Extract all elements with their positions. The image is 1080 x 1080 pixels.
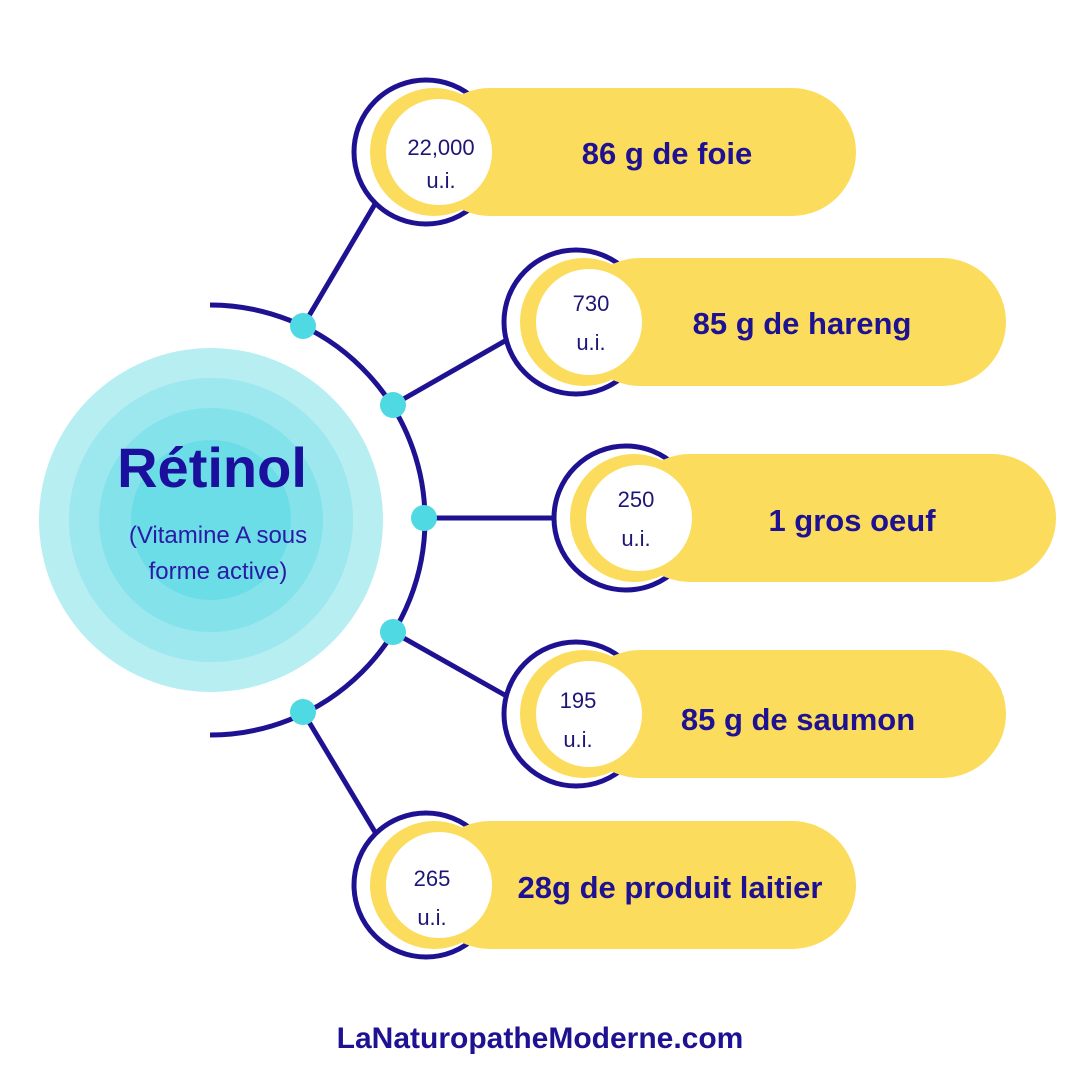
amount-circle [536,269,642,375]
food-item: 195 u.i. 85 g de saumon [501,639,1006,789]
food-label: 85 g de hareng [693,306,912,341]
amount-value: 265 [414,866,451,891]
center-circle: Rétinol (Vitamine A sous forme active) [39,348,383,692]
connector-dot [380,619,406,645]
food-item: 250 u.i. 1 gros oeuf [551,443,1056,593]
food-item: 265 u.i. 28g de produit laitier [351,810,856,960]
connector-lines [300,202,556,834]
item-pill [626,454,1056,582]
food-item: 22,000 u.i. 86 g de foie [351,77,856,227]
center-title: Rétinol [117,436,307,499]
amount-circle [386,832,492,938]
amount-unit: u.i. [576,330,605,355]
footer-website: LaNaturopatheModerne.com [337,1022,744,1055]
center-subtitle-line1: (Vitamine A sous [129,522,307,549]
food-label: 86 g de foie [582,136,753,171]
amount-unit: u.i. [417,905,446,930]
connector-dot [411,505,437,531]
center-subtitle-line2: forme active) [149,558,288,585]
amount-value: 195 [560,688,597,713]
item-pill [576,258,1006,386]
item-pill [426,821,856,949]
amount-unit: u.i. [621,526,650,551]
connector-dot [380,392,406,418]
connector-dots [290,313,437,725]
amount-circle [536,661,642,767]
amount-unit: u.i. [563,727,592,752]
connector-dot [290,699,316,725]
amount-value: 250 [618,487,655,512]
food-label: 1 gros oeuf [768,503,936,538]
food-label: 28g de produit laitier [518,870,823,905]
connector-dot [290,313,316,339]
amount-value: 730 [573,291,610,316]
amount-value: 22,000 [407,135,474,160]
amount-circle [386,99,492,205]
amount-circle [586,465,692,571]
food-item: 730 u.i. 85 g de hareng [501,247,1006,397]
food-label: 85 g de saumon [681,702,915,737]
amount-unit: u.i. [426,168,455,193]
item-pill [426,88,856,216]
item-pill [576,650,1006,778]
